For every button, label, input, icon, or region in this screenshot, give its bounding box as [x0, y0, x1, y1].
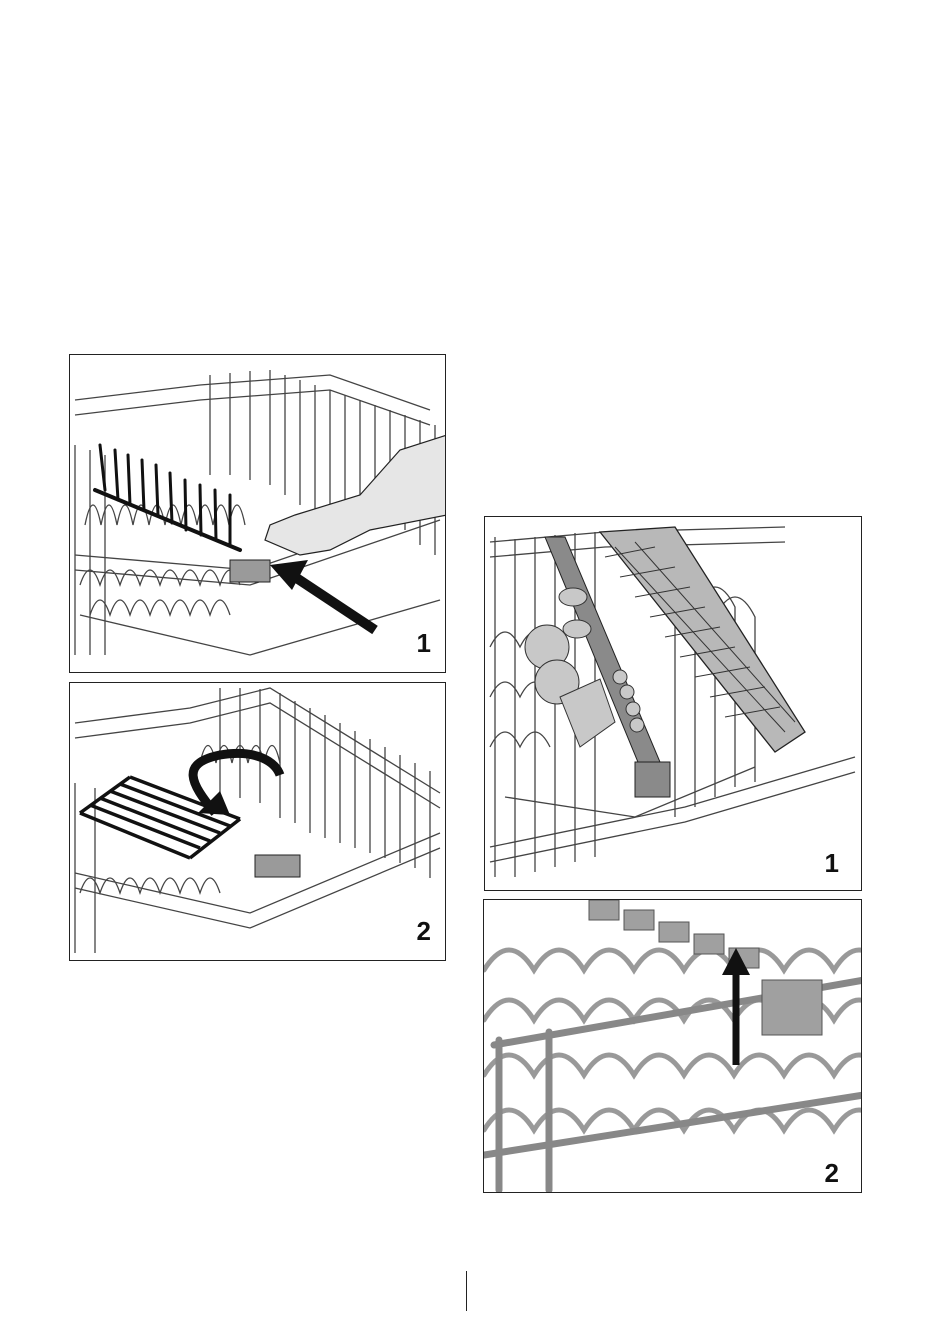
figure-right-step-1: 1 [484, 516, 862, 891]
step-number: 1 [825, 850, 839, 876]
page-divider [466, 1271, 467, 1311]
figure-left-step-1: 1 [69, 354, 446, 673]
figure-left-step-2: 2 [69, 682, 446, 961]
step-number: 1 [417, 630, 431, 656]
step-number: 2 [417, 918, 431, 944]
dish-rack-fold-illustration [70, 683, 446, 961]
figure-right-step-2: 2 [483, 899, 862, 1193]
rack-clip-lift-illustration [484, 900, 862, 1193]
cutlery-rack-loaded-illustration [485, 517, 862, 891]
step-number: 2 [825, 1160, 839, 1186]
dish-rack-push-illustration [70, 355, 446, 673]
